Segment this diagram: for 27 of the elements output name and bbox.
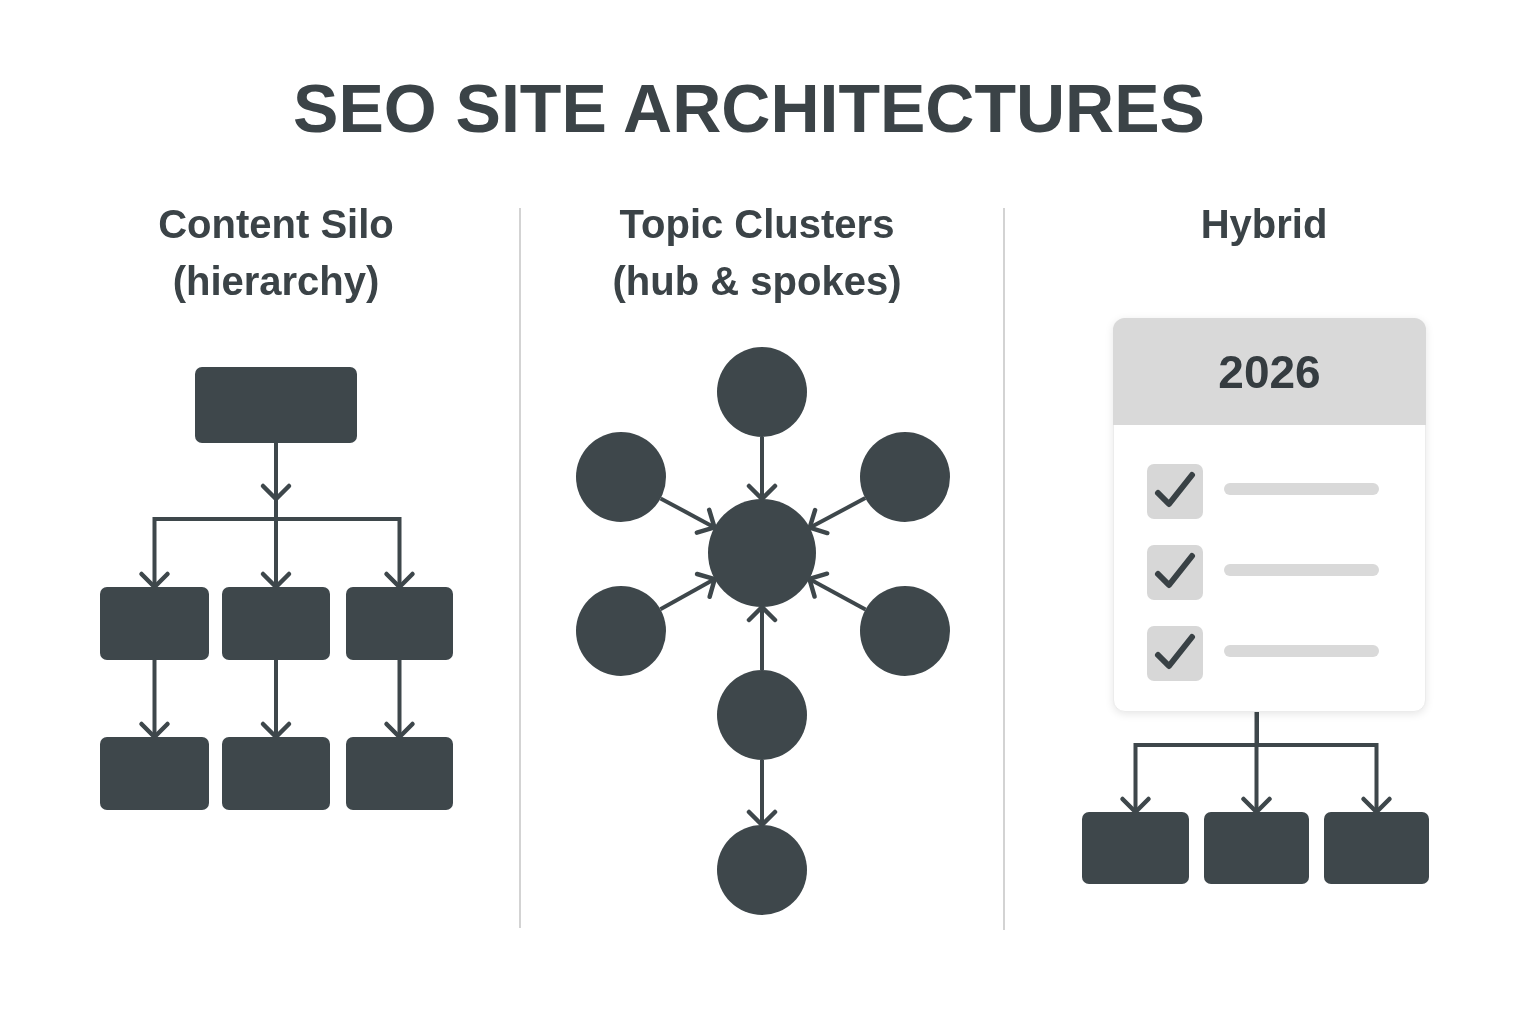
page-box <box>195 367 357 443</box>
column-heading: Topic Clusters (hub & spokes) <box>611 201 903 305</box>
page-box <box>222 737 330 810</box>
checklist-card <box>1113 318 1426 712</box>
column-heading: Hybrid <box>1199 201 1329 248</box>
column-heading: Content Silo (hierarchy) <box>157 201 395 305</box>
page-box <box>346 737 453 810</box>
arrow <box>746 437 778 502</box>
arrow <box>807 496 867 536</box>
page-box <box>1082 812 1189 884</box>
arrow <box>807 571 867 612</box>
diagram-title: SEO SITE ARCHITECTURES <box>293 69 1205 148</box>
page-box <box>100 737 209 810</box>
page-box <box>222 587 330 660</box>
arrow <box>746 760 778 828</box>
arrow <box>1255 712 1392 815</box>
arrow <box>746 604 778 670</box>
page-box <box>346 587 453 660</box>
year-heading: 2026 <box>1218 345 1321 398</box>
arrow <box>384 660 415 740</box>
arrow <box>260 660 292 740</box>
page-box <box>1324 812 1429 884</box>
arrow <box>139 660 170 740</box>
arrow <box>659 496 717 535</box>
page-box <box>100 587 209 660</box>
page-box <box>1204 812 1309 884</box>
arrow <box>659 571 717 611</box>
